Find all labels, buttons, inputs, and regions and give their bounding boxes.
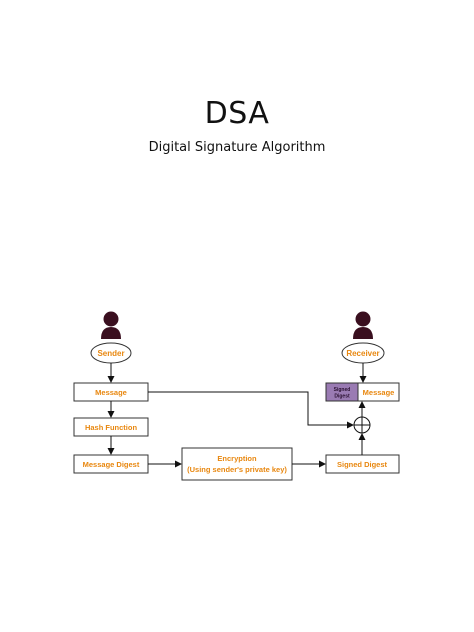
sender-node: Sender — [90, 342, 132, 364]
receiver-digest-label: Digest — [334, 394, 350, 400]
receiver-person-icon — [353, 311, 373, 339]
receiver-message-cell — [357, 382, 400, 402]
message-box: Message — [73, 382, 149, 402]
encryption-box: Encryption (Using sender's private key) — [181, 447, 293, 481]
arrow-message-combiner — [148, 391, 354, 429]
receiver-signed-label: Signed — [334, 387, 351, 393]
hash-function-box: Hash Function — [73, 417, 149, 437]
hash-function-label: Hash Function — [85, 423, 138, 432]
encryption-key-label: (Using sender's private key) — [187, 465, 287, 474]
page-subtitle: Digital Signature Algorithm — [148, 140, 326, 155]
signed-digest-box: Signed Digest — [325, 454, 400, 474]
receiver-node: Receiver — [341, 342, 385, 364]
sender-label: Sender — [97, 349, 124, 358]
message-label: Message — [95, 388, 127, 397]
page-title: DSA — [204, 96, 270, 131]
receiver-package: Signed Digest Message — [325, 382, 400, 402]
receiver-label: Receiver — [346, 349, 379, 358]
signed-digest-label: Signed Digest — [337, 460, 388, 469]
combine-operator-icon — [353, 416, 371, 434]
sender-person-icon — [101, 311, 121, 339]
receiver-message-label: Message — [363, 388, 395, 397]
encryption-label: Encryption — [217, 454, 257, 463]
message-digest-label: Message Digest — [83, 460, 140, 469]
message-digest-box: Message Digest — [73, 454, 149, 474]
